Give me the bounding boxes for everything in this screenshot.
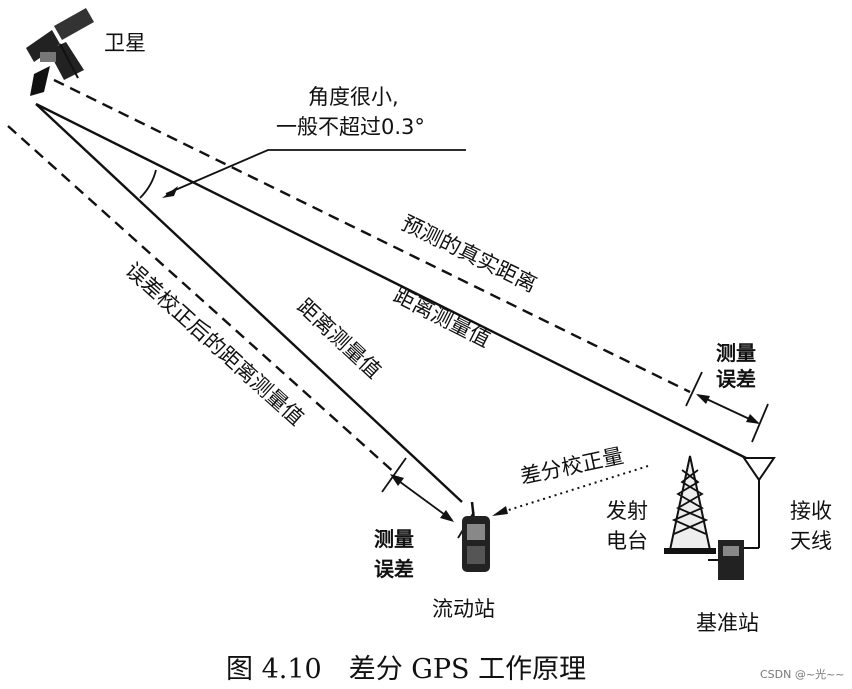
rover-station-label: 流动站 xyxy=(432,597,495,621)
base-measured-distance-line xyxy=(35,102,751,462)
receiver-antenna-label-line1: 接收 xyxy=(790,499,832,523)
differential-correction-arrow xyxy=(492,506,508,516)
rover-measured-distance-label: 距离测量值 xyxy=(293,294,386,383)
left-error-label-line2: 误差 xyxy=(374,557,414,581)
predicted-true-distance-label: 预测的真实距离 xyxy=(398,211,541,297)
base-receiver-icon xyxy=(708,540,759,580)
transmitter-label-line1: 发射 xyxy=(606,499,648,523)
angle-pointer-line xyxy=(165,149,466,195)
differential-correction-label: 差分校正量 xyxy=(518,444,626,489)
base-station-label: 基准站 xyxy=(696,611,759,635)
figure-caption: 图 4.10 差分 GPS 工作原理 xyxy=(226,654,586,685)
transmitter-label-line2: 电台 xyxy=(606,529,648,553)
receiver-antenna-label-line2: 天线 xyxy=(790,529,832,553)
angle-note-line2: 一般不超过0.3° xyxy=(276,115,425,139)
rover-device-icon xyxy=(462,501,490,572)
angle-pointer-arrow xyxy=(162,186,178,198)
angle-note-line1: 角度很小, xyxy=(308,85,399,109)
left-error-label-line1: 测量 xyxy=(374,527,414,551)
predicted-true-distance-line xyxy=(53,78,691,394)
angle-arc xyxy=(139,169,157,199)
receiver-antenna-icon xyxy=(742,457,776,548)
right-error-marker xyxy=(685,371,769,443)
differential-correction-line xyxy=(495,465,649,515)
transmitter-tower-icon xyxy=(664,455,716,554)
right-error-label-line1: 测量 xyxy=(716,341,756,365)
watermark: CSDN @~光~~ xyxy=(760,667,845,681)
corrected-distance-line xyxy=(7,125,397,475)
right-error-label-line2: 误差 xyxy=(716,367,756,391)
rover-measured-distance-line xyxy=(35,103,463,503)
corrected-distance-label: 误差校正后的距离测量值 xyxy=(121,258,309,430)
satellite-icon xyxy=(26,8,94,96)
satellite-label: 卫星 xyxy=(104,31,146,55)
base-measured-distance-label: 距离测量值 xyxy=(390,283,494,352)
